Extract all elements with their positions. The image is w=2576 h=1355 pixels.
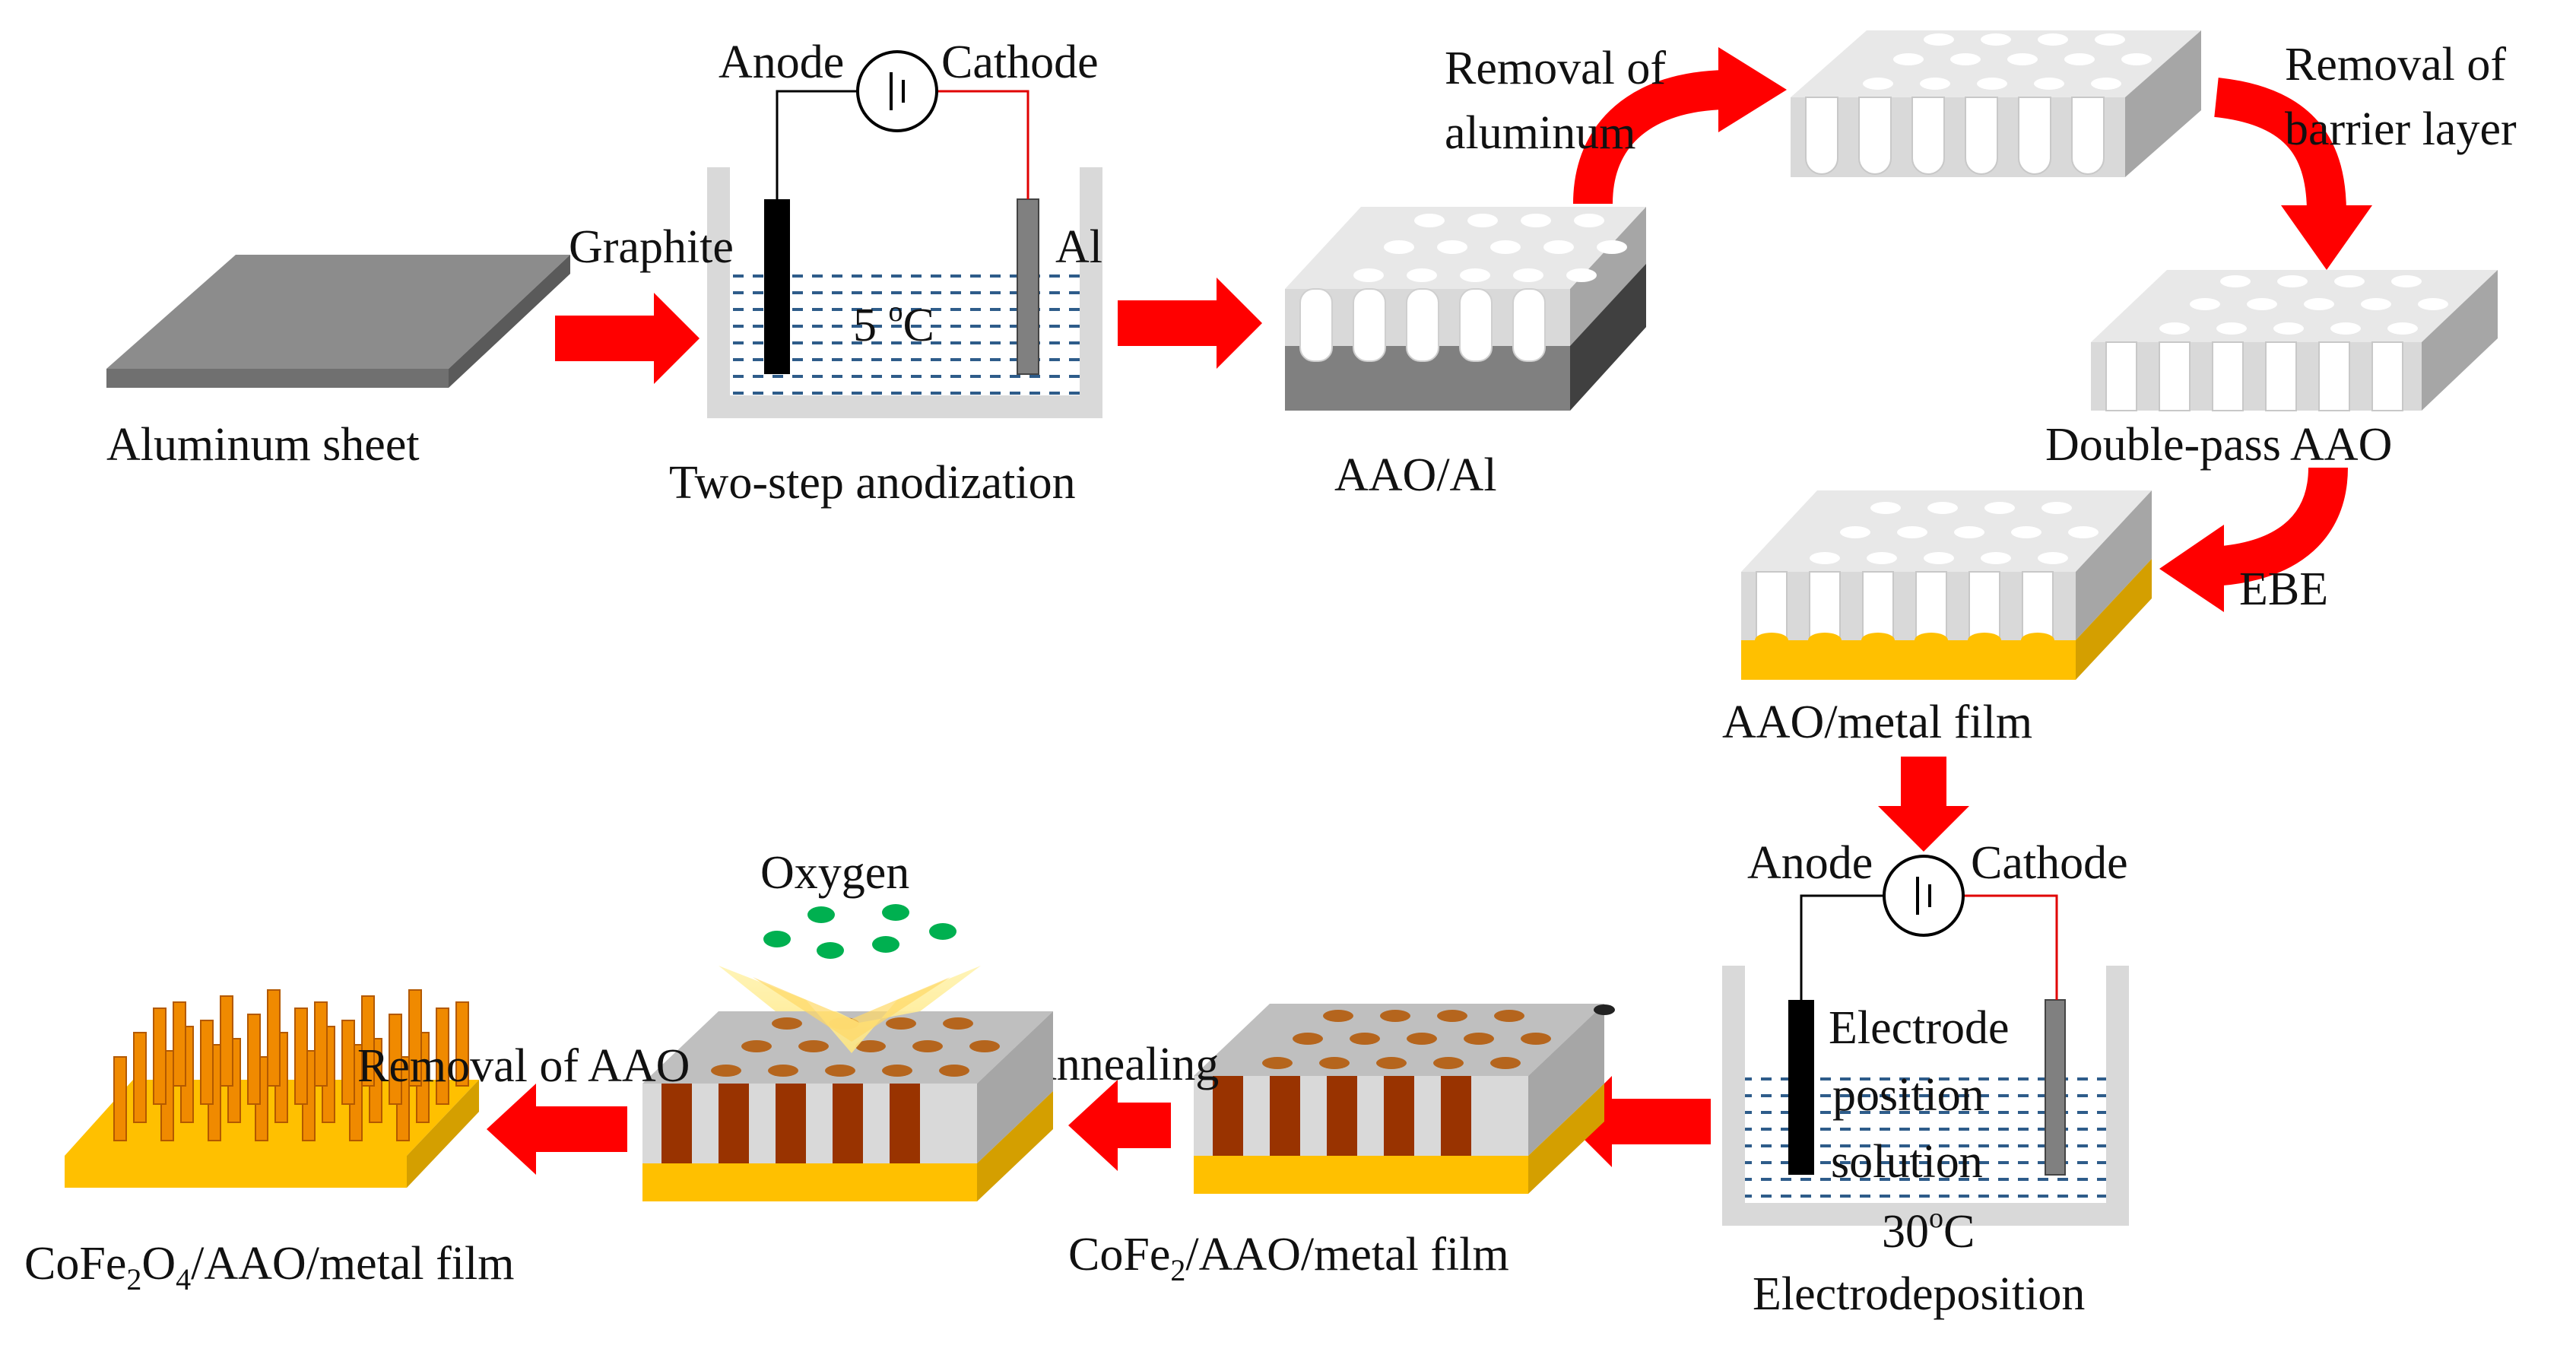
temperature-label: 5 oC — [853, 296, 934, 351]
cofe2-aao-metal-film-block — [1194, 1004, 1615, 1194]
nanorods — [113, 989, 469, 1141]
process-arrow-curved — [1573, 47, 1787, 205]
nanorod — [267, 989, 281, 1087]
process-arrow — [555, 293, 700, 384]
nanorod — [133, 1032, 147, 1123]
aao-al-label: AAO/Al — [1334, 449, 1497, 501]
solution-label-line1: Electrode — [1829, 1002, 2010, 1054]
solution-label-line2: position — [1832, 1069, 1984, 1121]
process-arrow — [1068, 1080, 1171, 1171]
nanorod — [113, 1056, 127, 1141]
two-step-anodization-label: Two-step anodization — [669, 457, 1076, 509]
anode-label: Anode — [1747, 837, 1873, 889]
removal-barrier-label-line1: Removal of — [2285, 39, 2506, 90]
oxygen-molecules-icon — [763, 904, 956, 959]
cathode-label: Cathode — [941, 36, 1099, 88]
electrodeposition-label: Electrodeposition — [1753, 1268, 2085, 1320]
al-label: Al — [1055, 221, 1102, 273]
removal-barrier-label-line2: barrier layer — [2285, 103, 2517, 155]
graphite-label: Graphite — [569, 221, 734, 273]
nanorod — [455, 1001, 469, 1087]
anode-label: Anode — [719, 36, 844, 88]
aao-metal-film-label: AAO/metal film — [1722, 697, 2032, 748]
aluminum-sheet — [106, 255, 570, 388]
ebe-label: EBE — [2239, 563, 2328, 615]
cofe2-aao-metal-film-label: CoFe2/AAO/metal film — [1068, 1229, 1509, 1287]
nanorod — [361, 995, 375, 1087]
aao-metal-film-block — [1741, 490, 2152, 680]
nanorod — [200, 1020, 214, 1105]
electrodeposition-cell — [1722, 855, 2129, 1226]
oxygen-label: Oxygen — [760, 847, 909, 899]
nanorod — [173, 1001, 186, 1087]
nanorod — [314, 1001, 328, 1087]
removal-aluminum-label-line2: aluminum — [1445, 107, 1635, 159]
process-arrow — [1878, 757, 1969, 852]
nanorod — [436, 1008, 449, 1105]
nanorod — [220, 995, 233, 1087]
double-pass-aao-label: Double-pass AAO — [2045, 419, 2392, 471]
nanorod — [408, 989, 422, 1087]
power-supply-icon — [1883, 855, 1965, 937]
cofe2o4-nanorod-array — [65, 989, 479, 1188]
cathode-label: Cathode — [1971, 837, 2128, 889]
heat-flash-icon — [753, 977, 950, 1042]
double-pass-aao-block — [2091, 270, 2498, 411]
removal-aluminum-label-line1: Removal of — [1445, 43, 1666, 94]
annealed-block — [642, 1011, 1053, 1201]
process-arrow — [1118, 278, 1262, 369]
cofe2o4-aao-metal-film-label: CoFe2O4/AAO/metal film — [24, 1238, 514, 1296]
annealing-label: Annealing — [1023, 1039, 1219, 1090]
process-arrow-curved — [2159, 467, 2348, 612]
process-arrow — [487, 1084, 627, 1175]
nanorod — [294, 1008, 308, 1105]
process-arrow-curved — [2213, 78, 2372, 270]
temperature-label: 30oC — [1882, 1202, 1975, 1258]
anodization-cell — [707, 50, 1102, 418]
nanorod — [389, 1014, 402, 1105]
nanorod — [153, 1008, 167, 1105]
aao-al-block — [1285, 207, 1646, 411]
nanorod — [341, 1020, 355, 1105]
nanorod — [247, 1014, 261, 1105]
removal-aao-label: Removal of AAO — [357, 1040, 690, 1092]
solution-label-line3: solution — [1831, 1136, 1983, 1188]
aao-barrier-block — [1791, 30, 2201, 177]
power-supply-icon — [856, 50, 938, 132]
aluminum-sheet-label: Aluminum sheet — [106, 419, 420, 471]
